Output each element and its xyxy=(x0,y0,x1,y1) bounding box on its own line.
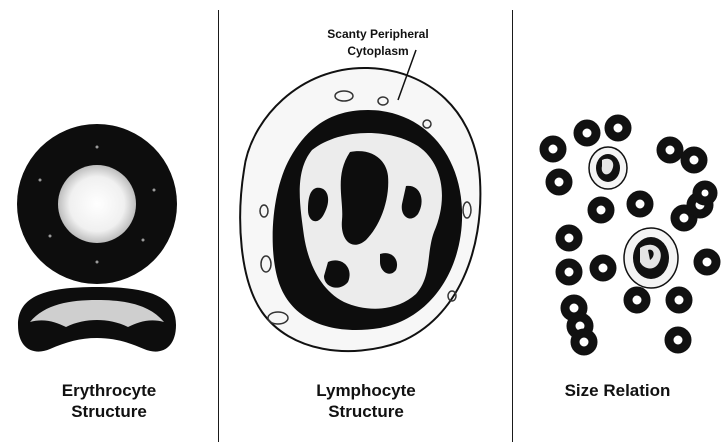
callout-label: Scanty Peripheral Cytoplasm xyxy=(298,26,458,60)
size-relation-illustration xyxy=(514,0,721,380)
erythrocyte-title-line2: Structure xyxy=(0,401,218,422)
erythrocyte-title-line1: Erythrocyte xyxy=(0,380,218,401)
lymphocyte-title-line1: Lymphocyte xyxy=(220,380,512,401)
size-relation-title-line1: Size Relation xyxy=(514,380,721,401)
erythrocyte-central-pallor xyxy=(58,165,136,243)
panel-divider-left xyxy=(218,10,219,442)
lymphocyte-small-2 xyxy=(624,228,678,288)
panel-title-lymphocyte: Lymphocyte Structure xyxy=(220,380,512,422)
panel-title-size-relation: Size Relation xyxy=(514,380,721,401)
lymphocyte-title-line2: Structure xyxy=(220,401,512,422)
callout-line1: Scanty Peripheral xyxy=(298,26,458,43)
rbc-cluster xyxy=(540,115,720,355)
erythrocyte-illustration xyxy=(0,0,218,380)
panel-title-erythrocyte: Erythrocyte Structure xyxy=(0,380,218,422)
lymphocyte-small-1 xyxy=(589,147,627,189)
callout-line2: Cytoplasm xyxy=(298,43,458,60)
panel-divider-right xyxy=(512,10,513,442)
